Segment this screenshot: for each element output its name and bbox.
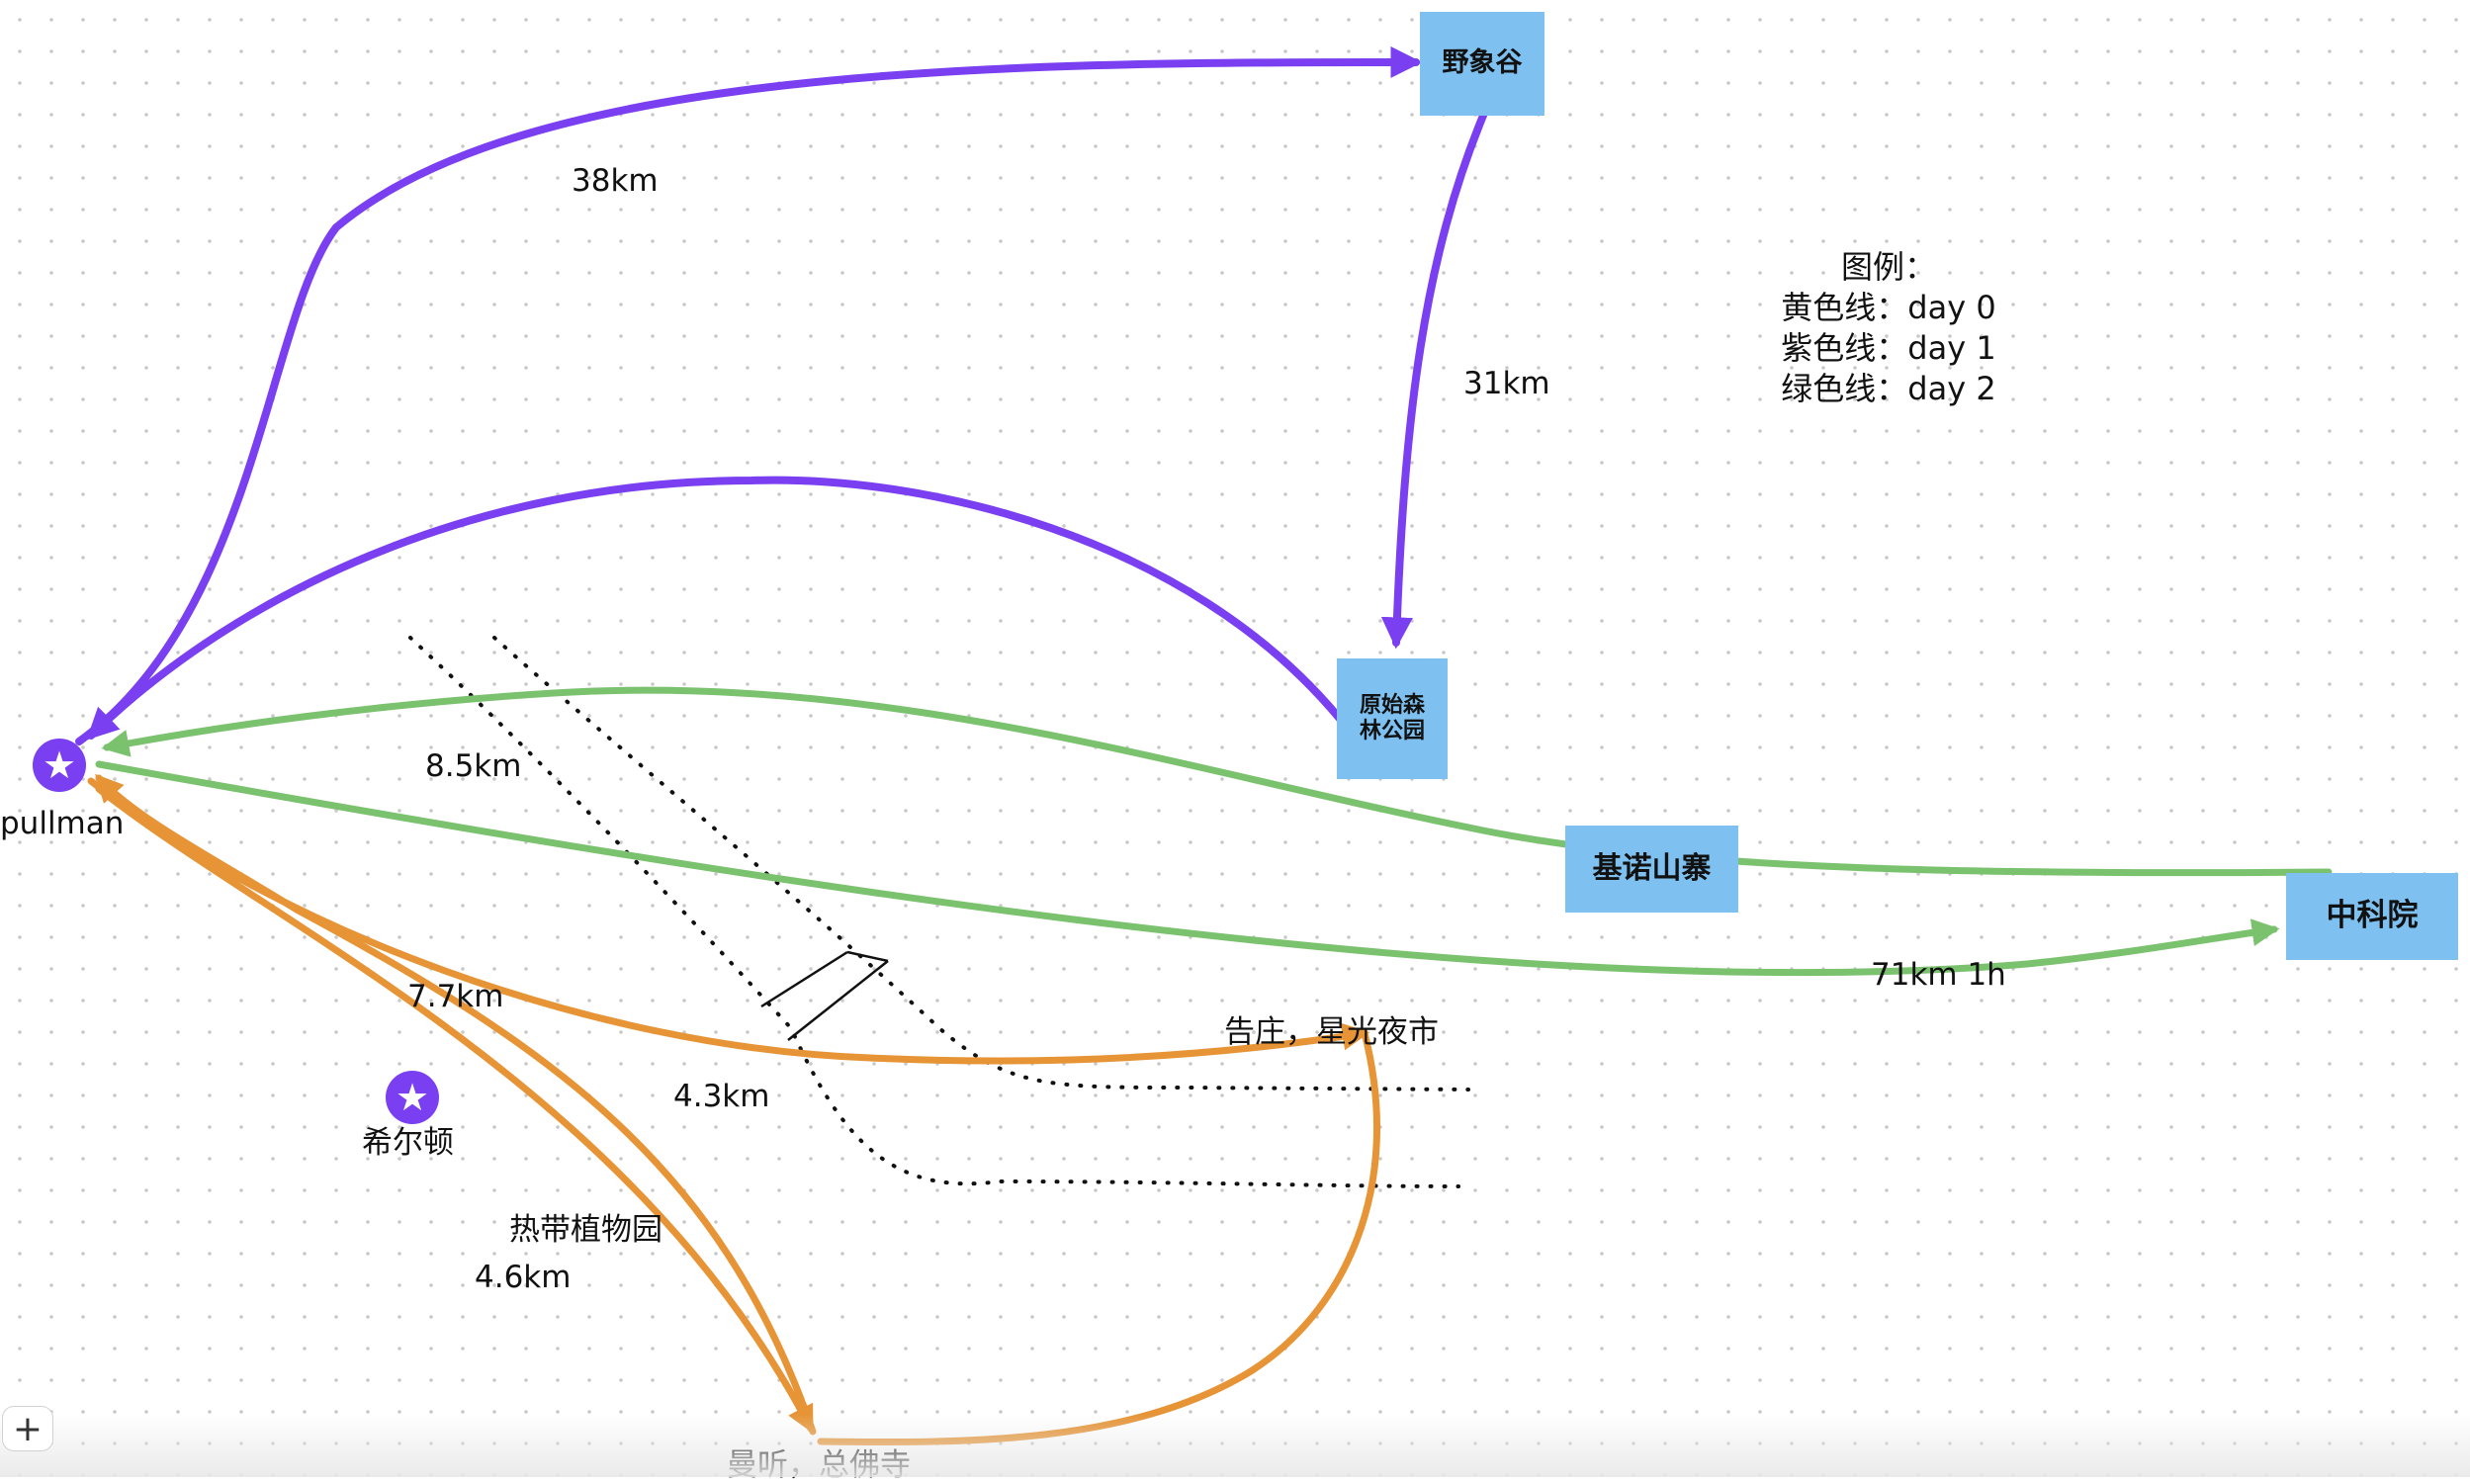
street-lines xyxy=(408,636,1470,1188)
node-yexianggu-label: 野象谷 xyxy=(1442,47,1523,79)
bridge-shape xyxy=(760,950,889,1041)
day1-routes xyxy=(75,45,1489,745)
plus-icon: + xyxy=(12,1408,44,1449)
distance-label-71km: 71km 1h xyxy=(1871,957,2006,993)
legend-title: 图例： xyxy=(1840,248,1936,286)
route-yuanshi-to-pullman xyxy=(86,476,1344,741)
add-button[interactable]: + xyxy=(2,1406,53,1451)
node-yuanshi-senlin[interactable]: 原始森 林公园 xyxy=(1337,658,1448,779)
node-zhongkeyuan[interactable]: 中科院 xyxy=(2286,873,2458,960)
distance-label-8-5km: 8.5km xyxy=(425,748,522,784)
distance-label-7-7km: 7.7km xyxy=(407,979,504,1014)
star-icon: ★ xyxy=(42,743,77,787)
star-icon: ★ xyxy=(395,1076,430,1119)
distance-label-4-6km: 4.6km xyxy=(475,1260,572,1295)
legend-day0: 黄色线：day 0 xyxy=(1781,289,1996,326)
hilton-marker[interactable]: ★ xyxy=(386,1071,439,1124)
distance-label-38km: 38km xyxy=(572,163,659,199)
street-line-1 xyxy=(408,636,1460,1188)
day2-routes xyxy=(95,686,2333,977)
route-pullman-to-manting xyxy=(95,785,815,1434)
legend: 图例： 黄色线：day 0 紫色线：day 1 绿色线：day 2 xyxy=(1750,247,2027,409)
pullman-label: pullman xyxy=(0,806,125,841)
pullman-marker[interactable]: ★ xyxy=(33,739,86,792)
node-yuanshi-senlin-label: 原始森 林公园 xyxy=(1359,692,1425,743)
node-jinuo-shanzhai-label: 基诺山寨 xyxy=(1592,851,1712,886)
route-pullman-to-gaozhuang xyxy=(87,777,1370,1065)
route-pullman-to-zhongkeyuan xyxy=(95,760,2280,977)
route-gaozhuang-to-manting xyxy=(817,1029,1380,1446)
node-yexianggu[interactable]: 野象谷 xyxy=(1420,12,1544,116)
legend-day2: 绿色线：day 2 xyxy=(1781,370,1996,407)
route-yexianggu-to-yuanshi xyxy=(1380,107,1489,650)
node-jinuo-shanzhai[interactable]: 基诺山寨 xyxy=(1565,826,1738,913)
distance-label-31km: 31km xyxy=(1463,366,1550,401)
place-label-gaozhuang: 告庄，星光夜市 xyxy=(1224,1014,1439,1050)
hilton-label: 希尔顿 xyxy=(362,1125,454,1161)
place-label-manting: 曼听，总佛寺 xyxy=(727,1447,911,1483)
route-pullman-to-yexianggu xyxy=(75,45,1423,745)
place-label-botanical: 热带植物园 xyxy=(509,1212,662,1248)
route-manting-to-pullman xyxy=(95,773,817,1436)
legend-day1: 紫色线：day 1 xyxy=(1781,329,1996,367)
distance-label-4-3km: 4.3km xyxy=(673,1079,770,1114)
route-zhongkeyuan-to-pullman xyxy=(101,686,2333,877)
node-zhongkeyuan-label: 中科院 xyxy=(2326,898,2419,934)
